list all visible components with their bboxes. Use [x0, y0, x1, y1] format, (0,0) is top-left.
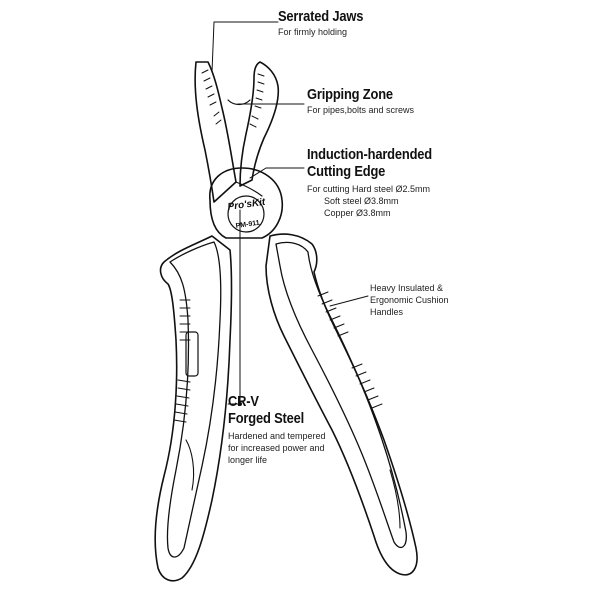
forged-steel-title-line-2: Forged Steel	[228, 410, 305, 427]
right-handle-outer	[265, 233, 418, 576]
cutting-edge-desc-line-3: Copper Ø3.8mm	[324, 208, 391, 218]
serrated-jaws-description: For firmly holding	[278, 27, 348, 37]
callout-gripping-zone: Gripping Zone For pipes,bolts and screws	[307, 86, 414, 116]
forged-steel-desc-line-2: for increased power and	[228, 443, 325, 453]
cutting-edge-title-line-1: Induction-hardended	[307, 146, 433, 163]
rivet	[227, 195, 265, 233]
cutting-edge-title: Induction-hardended Cutting Edge	[307, 146, 432, 180]
gripping-zone-title: Gripping Zone	[307, 86, 393, 103]
cutting-edge-description: For cutting Hard steel Ø2.5mm Soft steel…	[307, 183, 452, 219]
leader-cutting-edge	[249, 167, 305, 179]
cutting-edge-title-line-2: Cutting Edge	[307, 163, 386, 180]
forged-steel-title: CR-V Forged Steel	[228, 393, 312, 427]
right-jaw-serrations	[249, 73, 265, 128]
callout-serrated-jaws: Serrated Jaws For firmly holding	[278, 8, 377, 38]
pivot-head	[209, 167, 284, 239]
leader-serrated-jaws	[211, 21, 279, 73]
forged-steel-title-line-1: CR-V	[228, 393, 259, 410]
left-jaw	[194, 61, 237, 203]
forged-steel-description: Hardened and tempered for increased powe…	[228, 430, 326, 466]
leader-handles	[329, 295, 369, 307]
handles-desc-line-3: Handles	[370, 307, 404, 317]
cutting-edge-desc-line-1: For cutting Hard steel Ø2.5mm	[307, 184, 431, 194]
callout-forged-steel: CR-V Forged Steel Hardened and tempered …	[228, 393, 326, 466]
left-jaw-serrations	[201, 69, 222, 125]
callout-handles: Heavy Insulated & Ergonomic Cushion Hand…	[370, 282, 449, 318]
forged-steel-desc-line-1: Hardened and tempered	[228, 431, 326, 441]
handles-desc-line-1: Heavy Insulated &	[370, 283, 444, 293]
left-handle-outer	[154, 235, 233, 582]
handles-desc-line-2: Ergonomic Cushion	[370, 295, 449, 305]
forged-steel-desc-line-3: longer life	[228, 455, 268, 465]
right-jaw	[239, 61, 280, 187]
handles-description: Heavy Insulated & Ergonomic Cushion Hand…	[370, 282, 449, 318]
serrated-jaws-title: Serrated Jaws	[278, 8, 364, 25]
callout-cutting-edge: Induction-hardended Cutting Edge For cut…	[307, 146, 452, 219]
left-handle-window	[185, 331, 199, 377]
left-handle-ribs	[173, 299, 191, 423]
right-handle-ribs	[317, 291, 383, 409]
gripping-zone-description: For pipes,bolts and screws	[307, 105, 415, 115]
right-handle-grip	[275, 241, 407, 549]
leader-forged-steel	[227, 209, 241, 405]
leader-lines	[211, 21, 369, 406]
model-number: PM-911	[235, 220, 260, 230]
cutting-edge-desc-line-2: Soft steel Ø3.8mm	[324, 196, 399, 206]
brand-logo: Pro'sKit	[227, 197, 267, 213]
left-handle-grip	[166, 241, 222, 558]
